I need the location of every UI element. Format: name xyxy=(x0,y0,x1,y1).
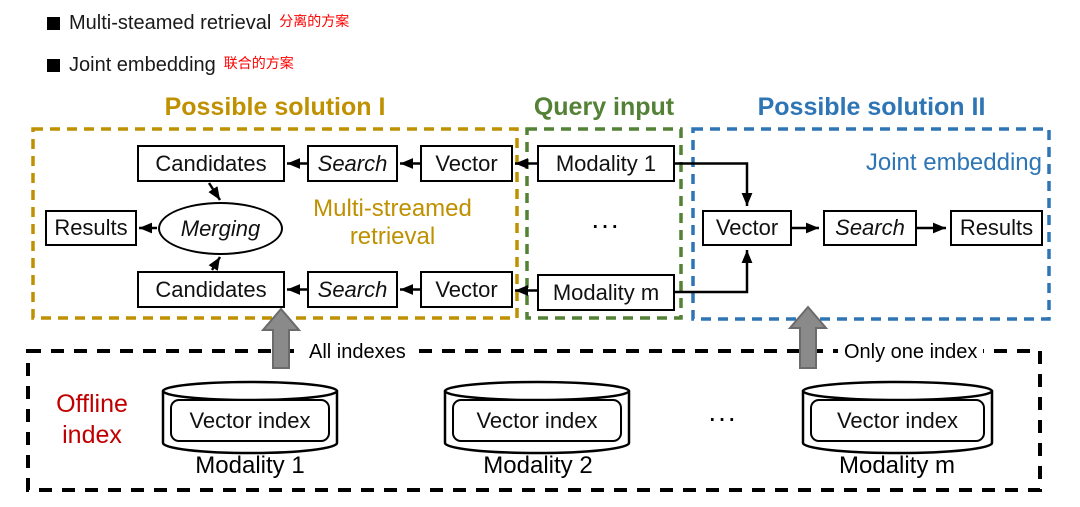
bullet-annotation-cn: 分离的方案 xyxy=(279,12,350,29)
node-modality-1: Modality 1 xyxy=(537,145,675,182)
offline-ellipsis: ... xyxy=(708,396,738,427)
bullet-joint-embedding: Joint embedding 联合的方案 xyxy=(47,50,294,80)
offline-index-label-line2: index xyxy=(62,421,122,449)
bullet-multi-streamed: Multi-steamed retrieval 分离的方案 xyxy=(47,8,349,38)
all-indexes-label: All indexes xyxy=(303,339,412,365)
offline-index-label-line1: Offline xyxy=(56,390,128,418)
node-search-bottom: Search xyxy=(307,271,398,308)
node-candidates-top: Candidates xyxy=(137,145,285,182)
modality-2-caption: Modality 2 xyxy=(483,452,593,479)
vector-index-box-3: Vector index xyxy=(810,399,985,442)
solution1-dashed-frame xyxy=(31,127,519,320)
node-merging-ellipse: Merging xyxy=(158,202,283,255)
square-bullet-icon xyxy=(47,16,60,30)
solution2-dashed-frame xyxy=(691,127,1051,321)
arrow-candidates-top-to-merging xyxy=(207,182,222,201)
query-ellipsis: ... xyxy=(591,203,621,234)
node-results-joint: Results xyxy=(950,210,1043,246)
node-vector-top: Vector xyxy=(420,145,513,182)
connector-arrows xyxy=(139,158,946,296)
node-search-top: Search xyxy=(307,145,398,182)
database-cylinder-top-icon xyxy=(801,380,994,402)
query-input-title: Query input xyxy=(533,93,675,121)
node-modality-m: Modality m xyxy=(537,274,675,311)
node-candidates-bottom: Candidates xyxy=(137,271,285,308)
query-input-dashed-frame xyxy=(525,127,683,320)
arrow-modality1-to-joint-vector xyxy=(675,162,753,206)
solution1-title: Possible solution I xyxy=(164,93,386,121)
vector-index-box-1: Vector index xyxy=(170,399,330,442)
solution2-method-label: Joint embedding xyxy=(865,149,1042,176)
database-cylinder-top-icon xyxy=(161,380,339,402)
only-one-index-label: Only one index xyxy=(838,339,984,365)
solution1-method-label-line2: retrieval xyxy=(349,223,436,250)
all-indexes-up-arrow-icon xyxy=(260,307,302,369)
node-vector-joint: Vector xyxy=(702,210,792,246)
bullet-annotation-cn: 联合的方案 xyxy=(223,54,294,71)
solution1-method-label: Multi-streamed retrieval xyxy=(285,195,500,251)
offline-index-label: Offline index xyxy=(42,389,142,451)
modality-m-caption: Modality m xyxy=(838,452,956,479)
arrow-modalitym-to-joint-vector xyxy=(675,250,753,294)
node-results-solution1: Results xyxy=(45,210,137,246)
database-cylinder-top-icon xyxy=(443,380,631,402)
node-vector-bottom: Vector xyxy=(420,271,513,308)
square-bullet-icon xyxy=(47,58,60,72)
only-one-index-up-arrow-icon xyxy=(787,305,829,369)
bullet-label: Multi-steamed retrieval xyxy=(69,11,272,34)
solution1-method-label-line1: Multi-streamed xyxy=(313,195,472,222)
offline-index-dashed-frame xyxy=(26,349,1042,492)
bullet-label: Joint embedding xyxy=(69,53,216,76)
modality-1-caption: Modality 1 xyxy=(195,452,305,479)
solution2-title: Possible solution II xyxy=(757,93,986,121)
node-search-joint: Search xyxy=(823,210,917,246)
vector-index-box-2: Vector index xyxy=(452,399,622,442)
arrow-candidates-bottom-to-merging xyxy=(208,256,222,271)
